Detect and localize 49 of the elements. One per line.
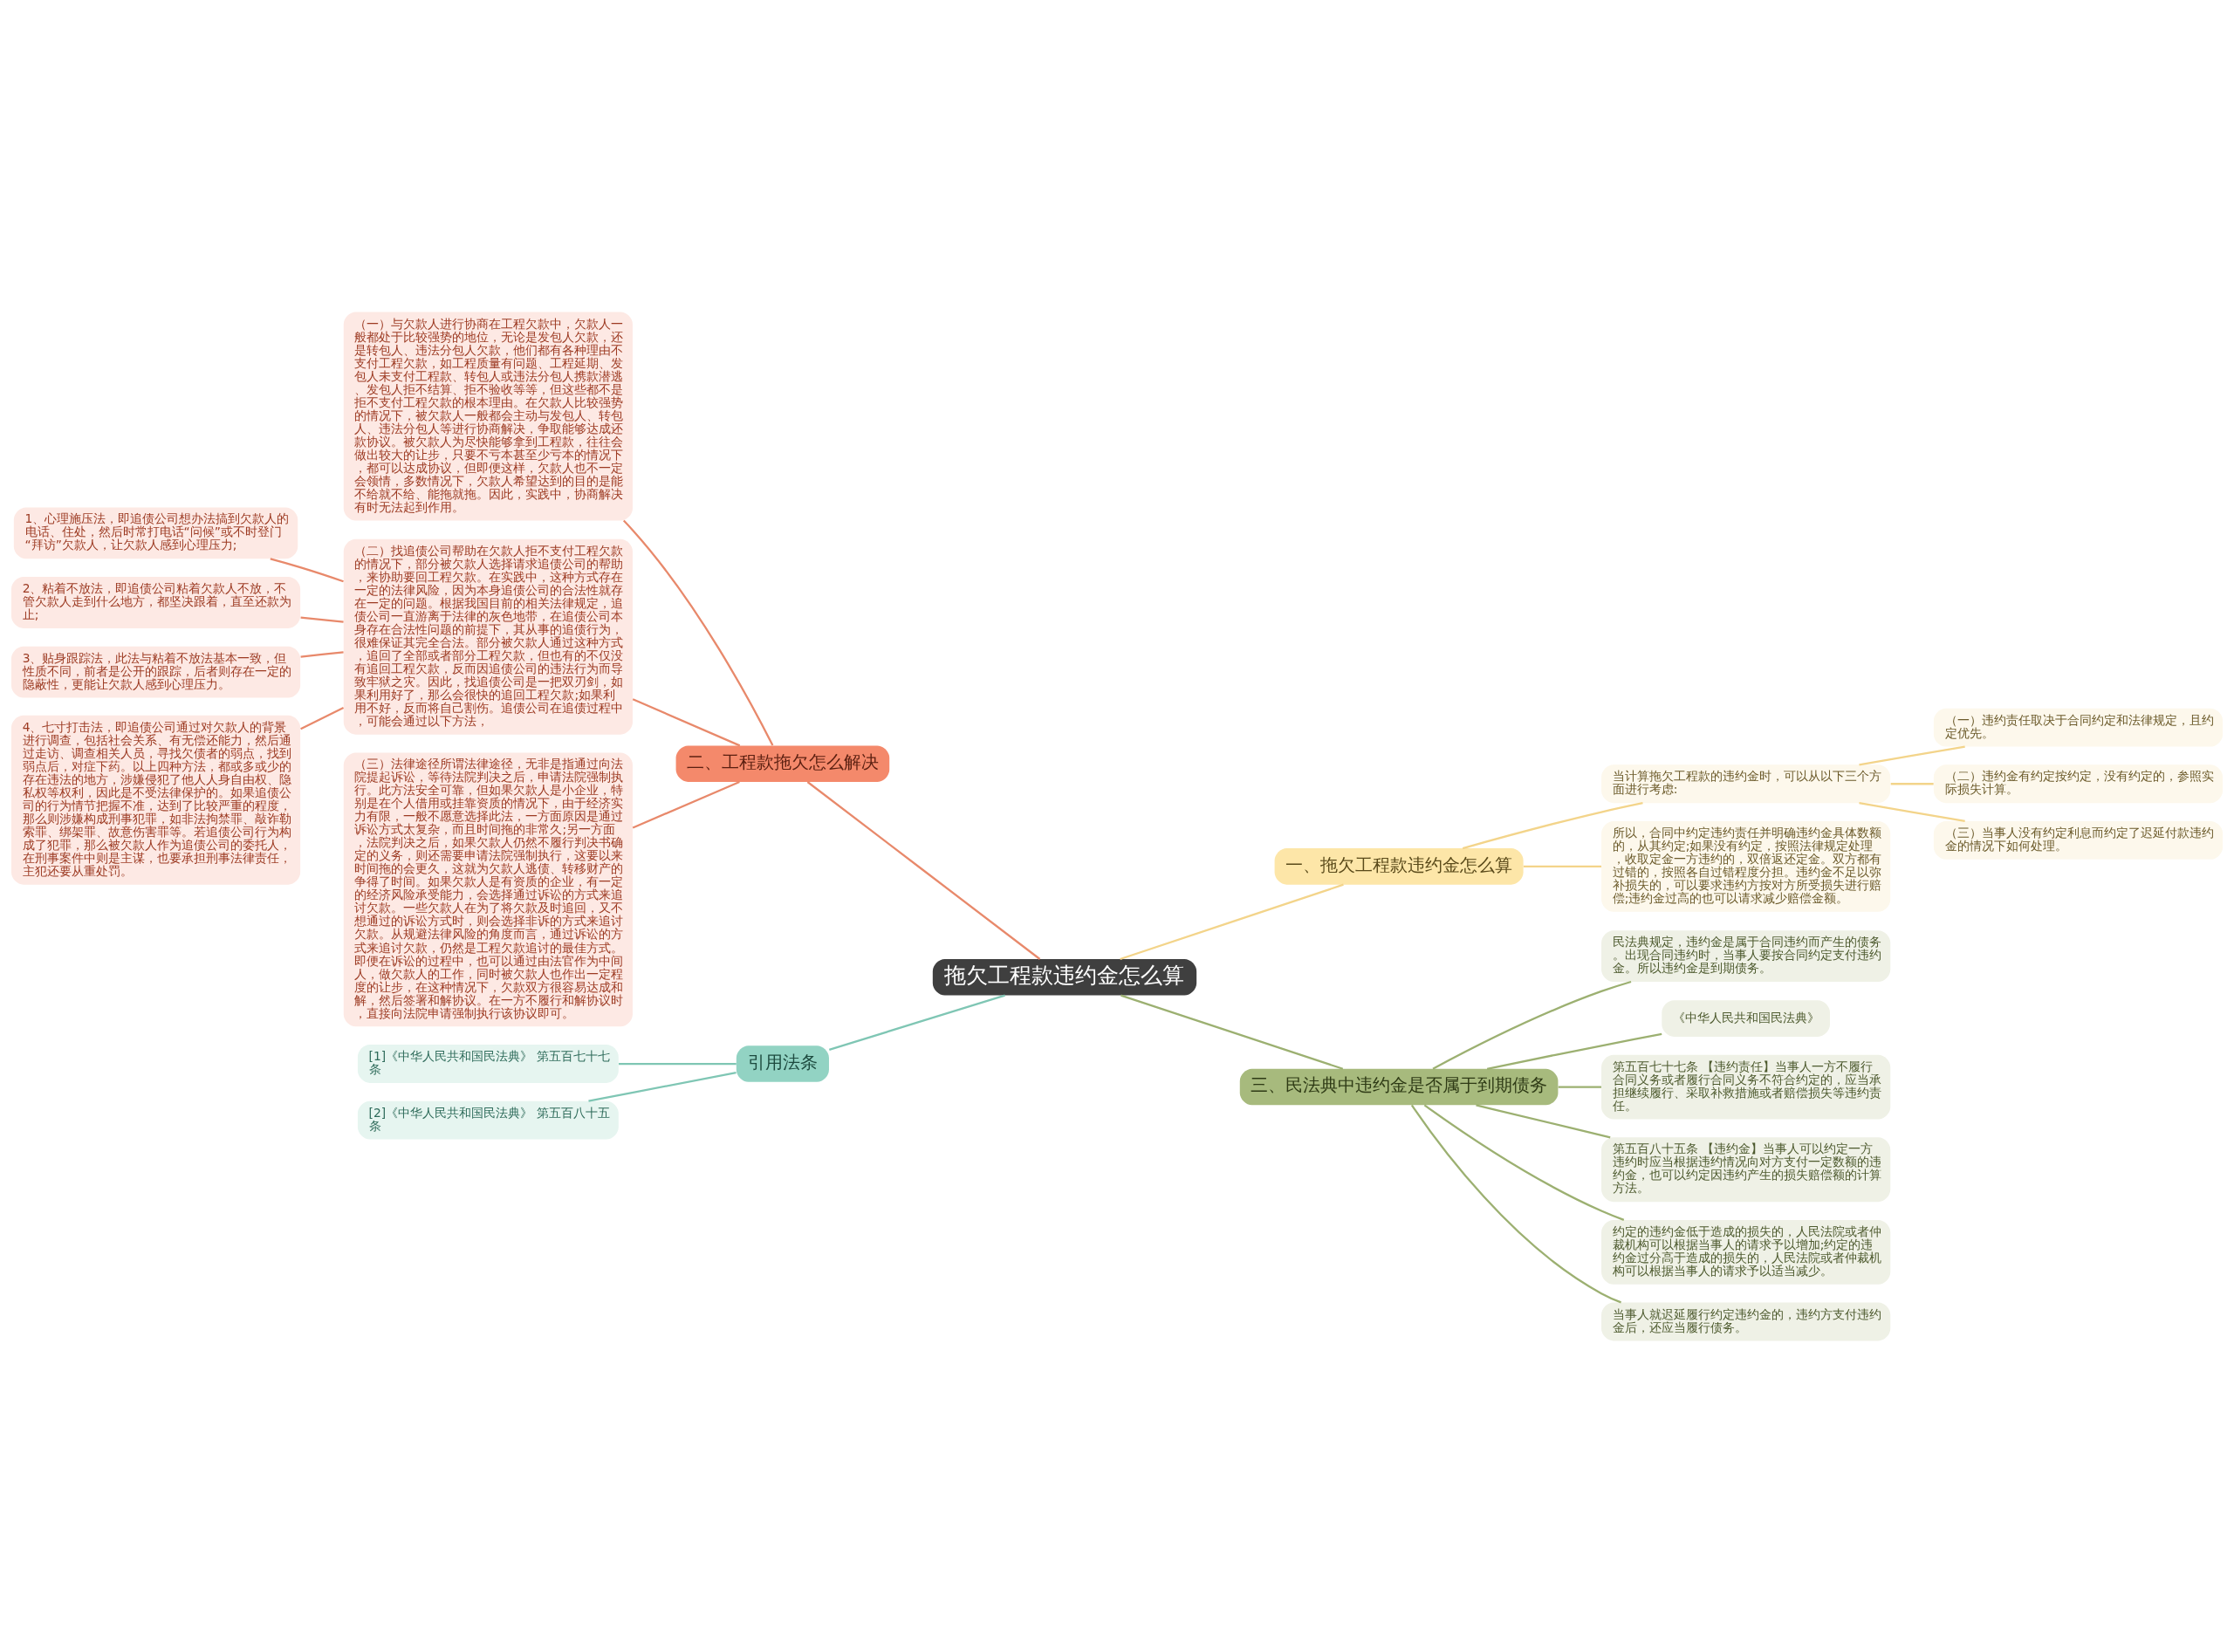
node-box: 二、工程款拖欠怎么解决 [675, 744, 890, 782]
connector [1423, 1103, 1625, 1221]
connector [1523, 865, 1601, 867]
connector [588, 1071, 737, 1102]
node-box: 所以，合同中约定违约责任并明确违约金具体数额的，从其约定;如果没有约定，按照法律规定处理，收取定金一方违约的，双倍返还定金。双方都有过错的，按照各自过错程度分担。违约金不足以弥补损失的，可以要求违约方按对方所受损失进行赔偿;违约金过高的也可以请求减少赔偿金额。 [1601, 820, 1891, 912]
node-box: 第五百七十七条 【违约责任】当事人一方不履行合同义务或者履行合同义务不符合约定的，应当承担继续履行、采取补救措施或者赔偿损失等违约责任。 [1601, 1054, 1891, 1119]
connector [1462, 801, 1643, 849]
connector [828, 994, 1005, 1051]
node-box: 当事人就迟延履行约定违约金的，违约方支付违约金后，还应当履行债务。 [1601, 1302, 1891, 1340]
node-box: 民法典规定，违约金是属于合同违约而产生的债务。出现合同违约时，当事人要按合同约定支付违约金。所以违约金是到期债务。 [1601, 929, 1891, 982]
connector [300, 706, 345, 730]
node-box: 一、拖欠工程款违约金怎么算 [1274, 847, 1524, 885]
connector [622, 519, 774, 746]
connector [300, 615, 344, 623]
node-box: 1、心理施压法，即追债公司想办法搞到欠款人的电话、住处，然后时常打电话“问候”或不时登门“拜访”欠款人，让欠款人感到心理压力; [13, 507, 298, 559]
connector [632, 780, 740, 829]
connector [632, 697, 741, 746]
node-box: 2、粘着不放法，即追债公司粘着欠款人不放，不管欠款人走到什么地方，都坚决跟着，直至还款为止; [10, 576, 301, 628]
node-box: 当计算拖欠工程款的违约金时，可以从以下三个方面进行考虑: [1601, 764, 1891, 803]
connector [270, 557, 344, 582]
node-box: 三、民法典中违约金是否属于到期债务 [1239, 1068, 1559, 1105]
node-box: 约定的违约金低于造成的损失的，人民法院或者仲裁机构可以根据当事人的请求予以增加;约定的违约金过分高于造成的损失的，人民法院或者仲裁机构可以根据当事人的请求予以适当减少。 [1601, 1219, 1891, 1285]
connector [1120, 883, 1344, 960]
connector [300, 650, 344, 658]
connector [1120, 994, 1344, 1070]
connector [1486, 1032, 1662, 1070]
connector [1859, 801, 1965, 822]
node-box: 《中华人民共和国民法典》 [1662, 999, 1830, 1037]
node-box: 4、七寸打击法，即追债公司通过对欠款人的背景进行调查，包括社会关系、有无偿还能力，然后通过走访、调查相关人员，寻找欠债者的弱点，找到弱点后，对症下药。以上四种方法，都或多或少的存在违法的地方，涉嫌侵犯了他人人身自由权、隐私权等权利，因此是不受法律保护的。如果追债公司的行为情节把握不准，达到了比较严重的程度，那么则涉嫌构成刑事犯罪，如非法拘禁罪、敲诈勒索罪、绑架罪、故意伤害罪等。若追债公司行为构成了犯罪，那么被欠款人作为追债公司的委托人，在刑事案件中则是主谋，也要承担刑事法律责任，主犯还要从重处罚。 [10, 715, 301, 885]
node-box: 第五百八十五条 【违约金】当事人可以约定一方违约时应当根据违约情况向对方支付一定数额的违约金，也可以约定因违约产生的损失赔偿额的计算方法。 [1601, 1136, 1891, 1202]
node-box: [1]《中华人民共和国民法典》 第五百七十七条 [357, 1044, 619, 1083]
connector [806, 780, 1041, 960]
node-box: （一）违约责任取决于合同约定和法律规定，且约定优先。 [1933, 708, 2224, 747]
connector [1859, 744, 1965, 765]
node-box: 引用法条 [736, 1045, 829, 1082]
connector [1476, 1103, 1611, 1138]
node-box: （二）找追债公司帮助在欠款人拒不支付工程欠款的情况下，部分被欠款人选择请求追债公司的帮助，来协助要回工程欠款。在实践中，这种方式存在一定的法律风险，因为本身追债公司的合法性就存在一定的问题。根据我国目前的相关法律规定，追债公司一直游离于法律的灰色地带，在追债公司本身存在合法性问题的前提下，其从事的追债行为，很难保证其完全合法。部分被欠款人通过这种方式，追回了全部或者部分工程欠款，但也有的不仅没有追回工程欠款，反而因追债公司的违法行为而导致牢狱之灾。因此，找追债公司是一把双刃剑，如果利用好了，那么会很快的追回工程欠款;如果利用不好，反而将自己割伤。追债公司在追债过程中，可能会通过以下方法， [343, 538, 633, 735]
connector [619, 1062, 737, 1065]
node-box: 拖欠工程款违约金怎么算 [932, 958, 1197, 996]
node-box: [2]《中华人民共和国民法典》 第五百八十五条 [357, 1100, 619, 1140]
node-box: 3、贴身跟踪法，此法与粘着不放法基本一致，但性质不同，前者是公开的跟踪，后者则存在一定的隐蔽性，更能让欠款人感到心理压力。 [10, 646, 301, 698]
node-box: （三）当事人没有约定利息而约定了迟延付款违约金的情况下如何处理。 [1933, 820, 2224, 860]
node-box: （一）与欠款人进行协商在工程欠款中，欠款人一般都处于比较强势的地位，无论是发包人欠款，还是转包人、违法分包人欠款，他们都有各种理由不支付工程欠款，如工程质量有问题、工程延期、发包人未支付工程款、转包人或违法分包人携款潜逃、发包人拒不结算、拒不验收等等，但这些都不是拒不支付工程欠款的根本理由。在欠款人比较强势的情况下，被欠款人一般都会主动与发包人、转包人、违法分包人等进行协商解决，争取能够达成还款协议。被欠款人为尽快能够拿到工程款，往往会做出较大的让步，只要不亏本甚至少亏本的情况下，都可以达成协议，但即便这样，欠款人也不一定会领情，多数情况下，欠款人希望达到的目的是能不给就不给、能拖就拖。因此，实践中，协商解决有时无法起到作用。 [343, 312, 633, 520]
connector [1558, 1085, 1601, 1088]
connector [1890, 782, 1934, 785]
node-box: （三）法律途径所谓法律途径，无非是指通过向法院提起诉讼，等待法院判决之后，申请法院强制执行。此方法安全可靠，但如果欠款人是小企业，特别是在个人借用或挂靠资质的情况下，由于经济实力有限，一般不愿意选择此法，一方面原因是通过诉讼方式太复杂，而且时间拖的非常久;另一方面，法院判决之后，如果欠款人仍然不履行判决书确定的义务，则还需要申请法院强制执行，这要以来时间拖的会更久，这就为欠款人逃债、转移财产的争得了时间。如果欠款人是有资质的企业，有一定的经济风险承受能力，会选择通过诉讼的方式来追讨欠款。一些欠款人在为了将欠款及时追回，又不想通过的诉讼方式时，则会选择非诉的方式来追讨欠款。从规避法律风险的角度而言，通过诉讼的方式来追讨欠款，仍然是工程欠款追讨的最佳方式。即便在诉讼的过程中，也可以通过由法官作为中间人，做欠款人的工作，同时被欠款人也作出一定程度的让步，在这种情况下，欠款双方很容易达成和解，然后签署和解协议。在一方不履行和解协议时，直接向法院申请强制执行该协议即可。 [343, 751, 633, 1026]
connector [1432, 980, 1632, 1070]
node-box: （二）违约金有约定按约定，没有约定的，参照实际损失计算。 [1933, 764, 2224, 803]
connector [1410, 1104, 1621, 1303]
